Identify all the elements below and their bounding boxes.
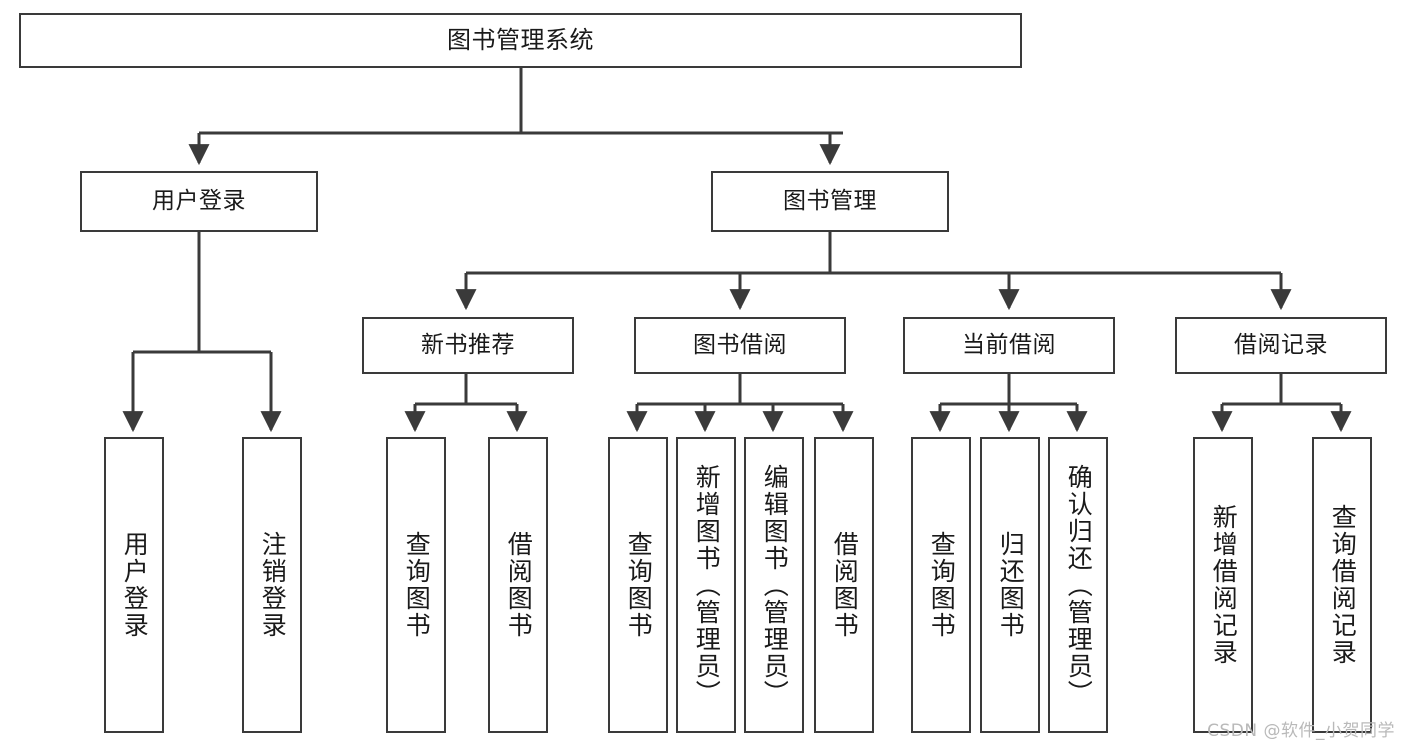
leaf-add-borrow-record[interactable]: 新增借阅记录	[1193, 437, 1253, 733]
node-label: 图书管理系统	[447, 25, 594, 54]
node-borrow-records[interactable]: 借阅记录	[1175, 317, 1387, 374]
node-label: 新增借阅记录	[1209, 504, 1239, 666]
leaf-borrow-books-borrowing[interactable]: 借阅图书	[814, 437, 874, 733]
node-label: 借阅图书	[504, 531, 534, 639]
node-label: 归还图书	[996, 531, 1026, 639]
leaf-user-login[interactable]: 用户登录	[104, 437, 164, 733]
node-label: 查询图书	[624, 531, 654, 639]
leaf-add-book-admin[interactable]: 新增图书（管理员）	[676, 437, 736, 733]
leaf-query-books-current[interactable]: 查询图书	[911, 437, 971, 733]
node-new-book-recommendation[interactable]: 新书推荐	[362, 317, 574, 374]
leaf-edit-book-admin[interactable]: 编辑图书（管理员）	[744, 437, 804, 733]
node-user-login[interactable]: 用户登录	[80, 171, 318, 232]
node-label: 用户登录	[120, 531, 150, 639]
node-label: 查询图书	[927, 531, 957, 639]
node-label: 图书管理	[783, 188, 877, 215]
node-book-borrowing[interactable]: 图书借阅	[634, 317, 846, 374]
node-label: 编辑图书（管理员）	[760, 463, 790, 707]
leaf-query-books-borrowing[interactable]: 查询图书	[608, 437, 668, 733]
node-current-borrowing[interactable]: 当前借阅	[903, 317, 1115, 374]
node-label: 新增图书（管理员）	[692, 463, 722, 707]
leaf-borrow-books-new-recommendation[interactable]: 借阅图书	[488, 437, 548, 733]
leaf-return-books[interactable]: 归还图书	[980, 437, 1040, 733]
csdn-watermark: CSDN @软件_小贺同学	[1207, 721, 1395, 741]
node-root-book-management-system[interactable]: 图书管理系统	[19, 13, 1022, 68]
node-label: 注销登录	[258, 531, 288, 639]
node-label: 用户登录	[152, 188, 246, 215]
node-label: 图书借阅	[693, 332, 787, 359]
leaf-logout[interactable]: 注销登录	[242, 437, 302, 733]
node-label: 确认归还（管理员）	[1064, 463, 1094, 707]
leaf-query-books-new-recommendation[interactable]: 查询图书	[386, 437, 446, 733]
node-book-management[interactable]: 图书管理	[711, 171, 949, 232]
node-label: 借阅记录	[1234, 332, 1328, 359]
node-label: 借阅图书	[830, 531, 860, 639]
node-label: 查询借阅记录	[1328, 504, 1358, 666]
node-label: 当前借阅	[962, 332, 1056, 359]
leaf-confirm-return-admin[interactable]: 确认归还（管理员）	[1048, 437, 1108, 733]
node-label: 新书推荐	[421, 332, 515, 359]
node-label: 查询图书	[402, 531, 432, 639]
leaf-query-borrow-record[interactable]: 查询借阅记录	[1312, 437, 1372, 733]
